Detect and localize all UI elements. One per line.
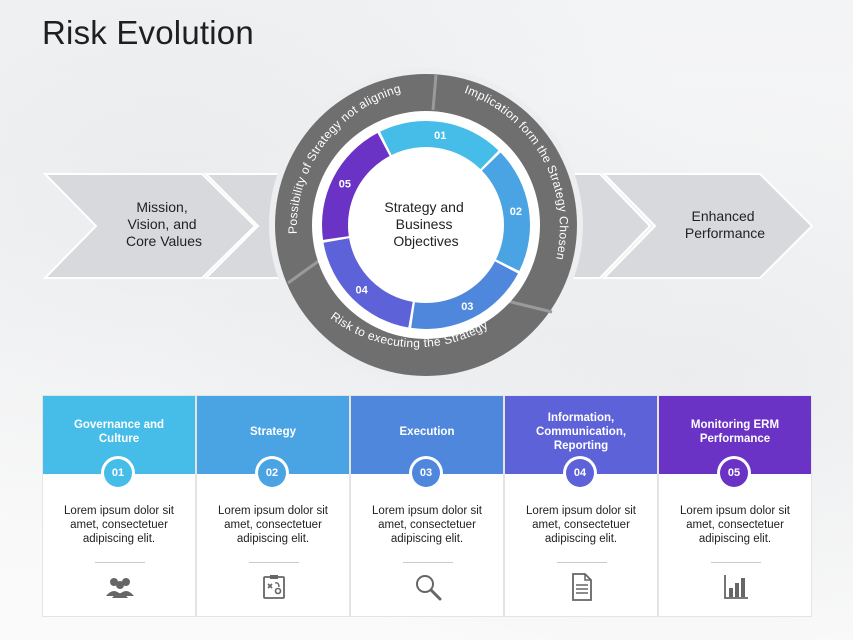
card-number-badge: 02: [255, 456, 289, 490]
bar-chart-icon: [718, 574, 754, 600]
card-number: 01: [104, 459, 132, 487]
card-number-badge: 03: [409, 456, 443, 490]
card-divider: [249, 562, 299, 563]
left-chevron-2: [203, 173, 286, 279]
right-arrow-line-2: Performance: [685, 225, 765, 241]
risk-cycle-diagram: Mission, Vision, and Core Values Enhance…: [42, 68, 814, 382]
center-text: Strategy and Business Objectives: [384, 199, 467, 249]
card-number: 05: [720, 459, 748, 487]
page-title: Risk Evolution: [42, 14, 254, 51]
inner-ring-segment-03: [411, 261, 518, 329]
inner-ring-segment-02: [481, 152, 530, 271]
right-chevron-2: [601, 173, 814, 279]
center-line-1: Strategy and: [384, 199, 463, 215]
card-description: Lorem ipsum dolor sit amet, consectetuer…: [372, 505, 482, 545]
card-description: Lorem ipsum dolor sit amet, consectetuer…: [218, 505, 328, 545]
card-divider: [95, 562, 145, 563]
inner-ring: 01 02 03 04 05: [322, 121, 530, 329]
card-description: Lorem ipsum dolor sit amet, consectetuer…: [680, 505, 790, 545]
card-divider: [557, 562, 607, 563]
people-icon: [102, 574, 138, 600]
card-number: 02: [258, 459, 286, 487]
card-description: Lorem ipsum dolor sit amet, consectetuer…: [526, 505, 636, 545]
inner-ring-label-05: 05: [339, 179, 351, 191]
left-arrow-line-1: Mission,: [136, 199, 187, 215]
right-arrow-text: Enhanced Performance: [685, 208, 765, 241]
inner-ring-label-02: 02: [510, 206, 522, 218]
center-line-3: Objectives: [393, 233, 458, 249]
document-icon: [564, 573, 600, 601]
card-number-badge: 04: [563, 456, 597, 490]
center-disc: [350, 149, 502, 301]
left-arrow-text: Mission, Vision, and Core Values: [126, 199, 202, 249]
card-number: 04: [566, 459, 594, 487]
left-arrow-line-2: Vision, and: [128, 216, 197, 232]
card-number-badge: 05: [717, 456, 751, 490]
card-number-badge: 01: [101, 456, 135, 490]
card-description: Lorem ipsum dolor sit amet, consectetuer…: [64, 505, 174, 545]
strategy-board-icon: [256, 574, 292, 600]
center-line-2: Business: [396, 216, 453, 232]
card-divider: [403, 562, 453, 563]
left-chevron-1: [42, 173, 257, 279]
inner-ring-label-01: 01: [434, 130, 446, 142]
magnifier-icon: [410, 574, 446, 601]
card-number: 03: [412, 459, 440, 487]
inner-ring-segment-01: [380, 121, 499, 170]
card-divider: [711, 562, 761, 563]
inner-ring-label-03: 03: [461, 301, 473, 313]
inner-ring-segment-05: [322, 133, 390, 240]
inner-ring-label-04: 04: [356, 284, 369, 296]
left-arrow-line-3: Core Values: [126, 233, 202, 249]
right-arrow-line-1: Enhanced: [692, 208, 755, 224]
inner-ring-segment-04: [323, 238, 413, 328]
